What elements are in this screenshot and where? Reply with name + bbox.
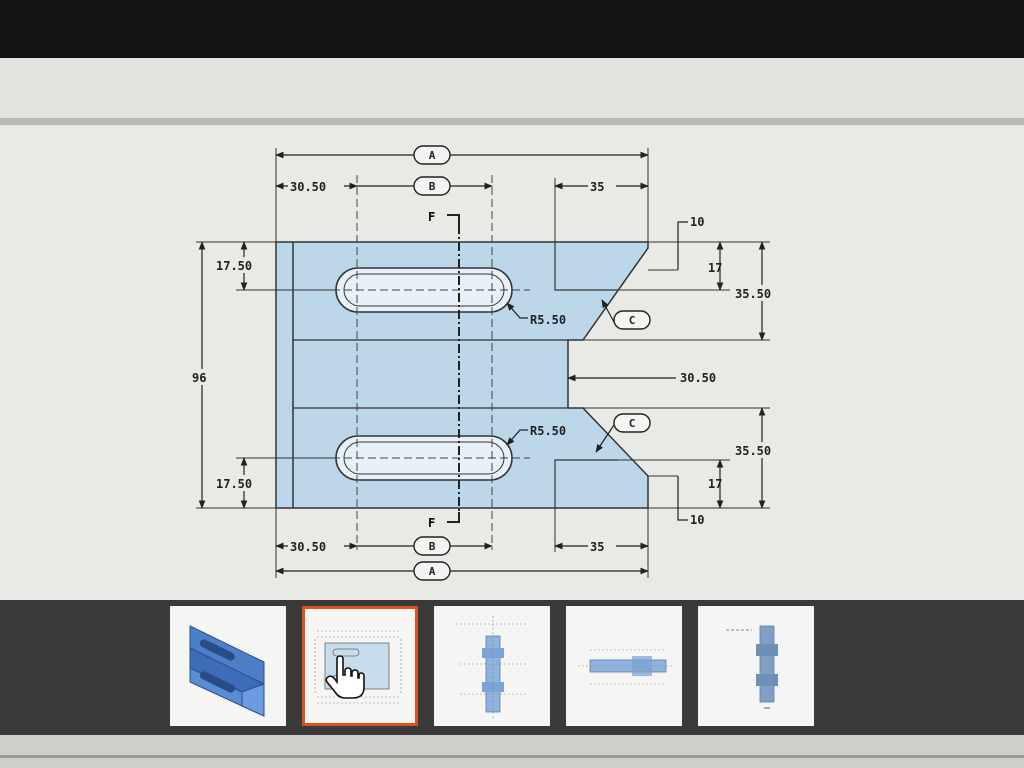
toolbar-area [0, 58, 1024, 120]
dim-right-bottom-small: 10 [690, 513, 704, 527]
screen-bezel [0, 0, 1024, 58]
section-label-bottom: F [428, 516, 435, 530]
dim-radius-top: R5.50 [530, 313, 566, 327]
dim-right-top-height: 35.50 [735, 287, 771, 301]
status-area [0, 735, 1024, 768]
thumbnail-front-drawing[interactable] [434, 606, 550, 726]
thumbnail-end-drawing[interactable] [698, 606, 814, 726]
dim-middle-right: 30.50 [680, 371, 716, 385]
dim-radius-bottom: R5.50 [530, 424, 566, 438]
dim-right-bottom-height: 35.50 [735, 444, 771, 458]
callout-bubbles [413, 145, 651, 581]
callout-a-bottom-label: A [429, 565, 436, 578]
callout-b-bottom-label: B [429, 540, 436, 553]
callout-a-top [413, 145, 451, 165]
extension-lines [196, 148, 770, 578]
callout-b-top-label: B [429, 180, 436, 193]
section-label-top: F [428, 210, 435, 224]
callout-c-bottom-label: C [629, 417, 636, 430]
callout-b-top [413, 176, 451, 196]
centerlines [320, 175, 530, 550]
technical-drawing: F F [190, 145, 787, 581]
callout-b-bottom [413, 536, 451, 556]
dim-bottom-left: 30.50 [290, 540, 326, 554]
front-drawing-icon [456, 616, 528, 720]
thumbnail-side-drawing[interactable] [566, 606, 682, 726]
dim-left-top: 17.50 [216, 259, 252, 273]
status-divider [0, 755, 1024, 758]
toolbar-divider [0, 118, 1024, 125]
dim-top-right: 35 [590, 180, 604, 194]
isometric-part-icon [189, 625, 265, 717]
callout-a-top-label: A [429, 149, 436, 162]
dim-right-bottom-step: 17 [708, 477, 722, 491]
dim-left-bottom: 17.50 [216, 477, 252, 491]
dim-top-left: 30.50 [290, 180, 326, 194]
hand-cursor-icon [325, 655, 365, 699]
end-drawing-icon [726, 625, 778, 709]
thumbnail-isometric-view[interactable] [170, 606, 286, 726]
callout-c-bottom [613, 413, 651, 433]
dim-bottom-right: 35 [590, 540, 604, 554]
side-drawing-icon [578, 649, 672, 685]
callout-a-bottom [413, 561, 451, 581]
dim-overall-height: 96 [192, 371, 206, 385]
dim-right-top-step: 17 [708, 261, 722, 275]
dim-right-top-small: 10 [690, 215, 704, 229]
callout-c-top [613, 310, 651, 330]
section-line-f [447, 214, 460, 523]
callout-c-top-label: C [629, 314, 636, 327]
